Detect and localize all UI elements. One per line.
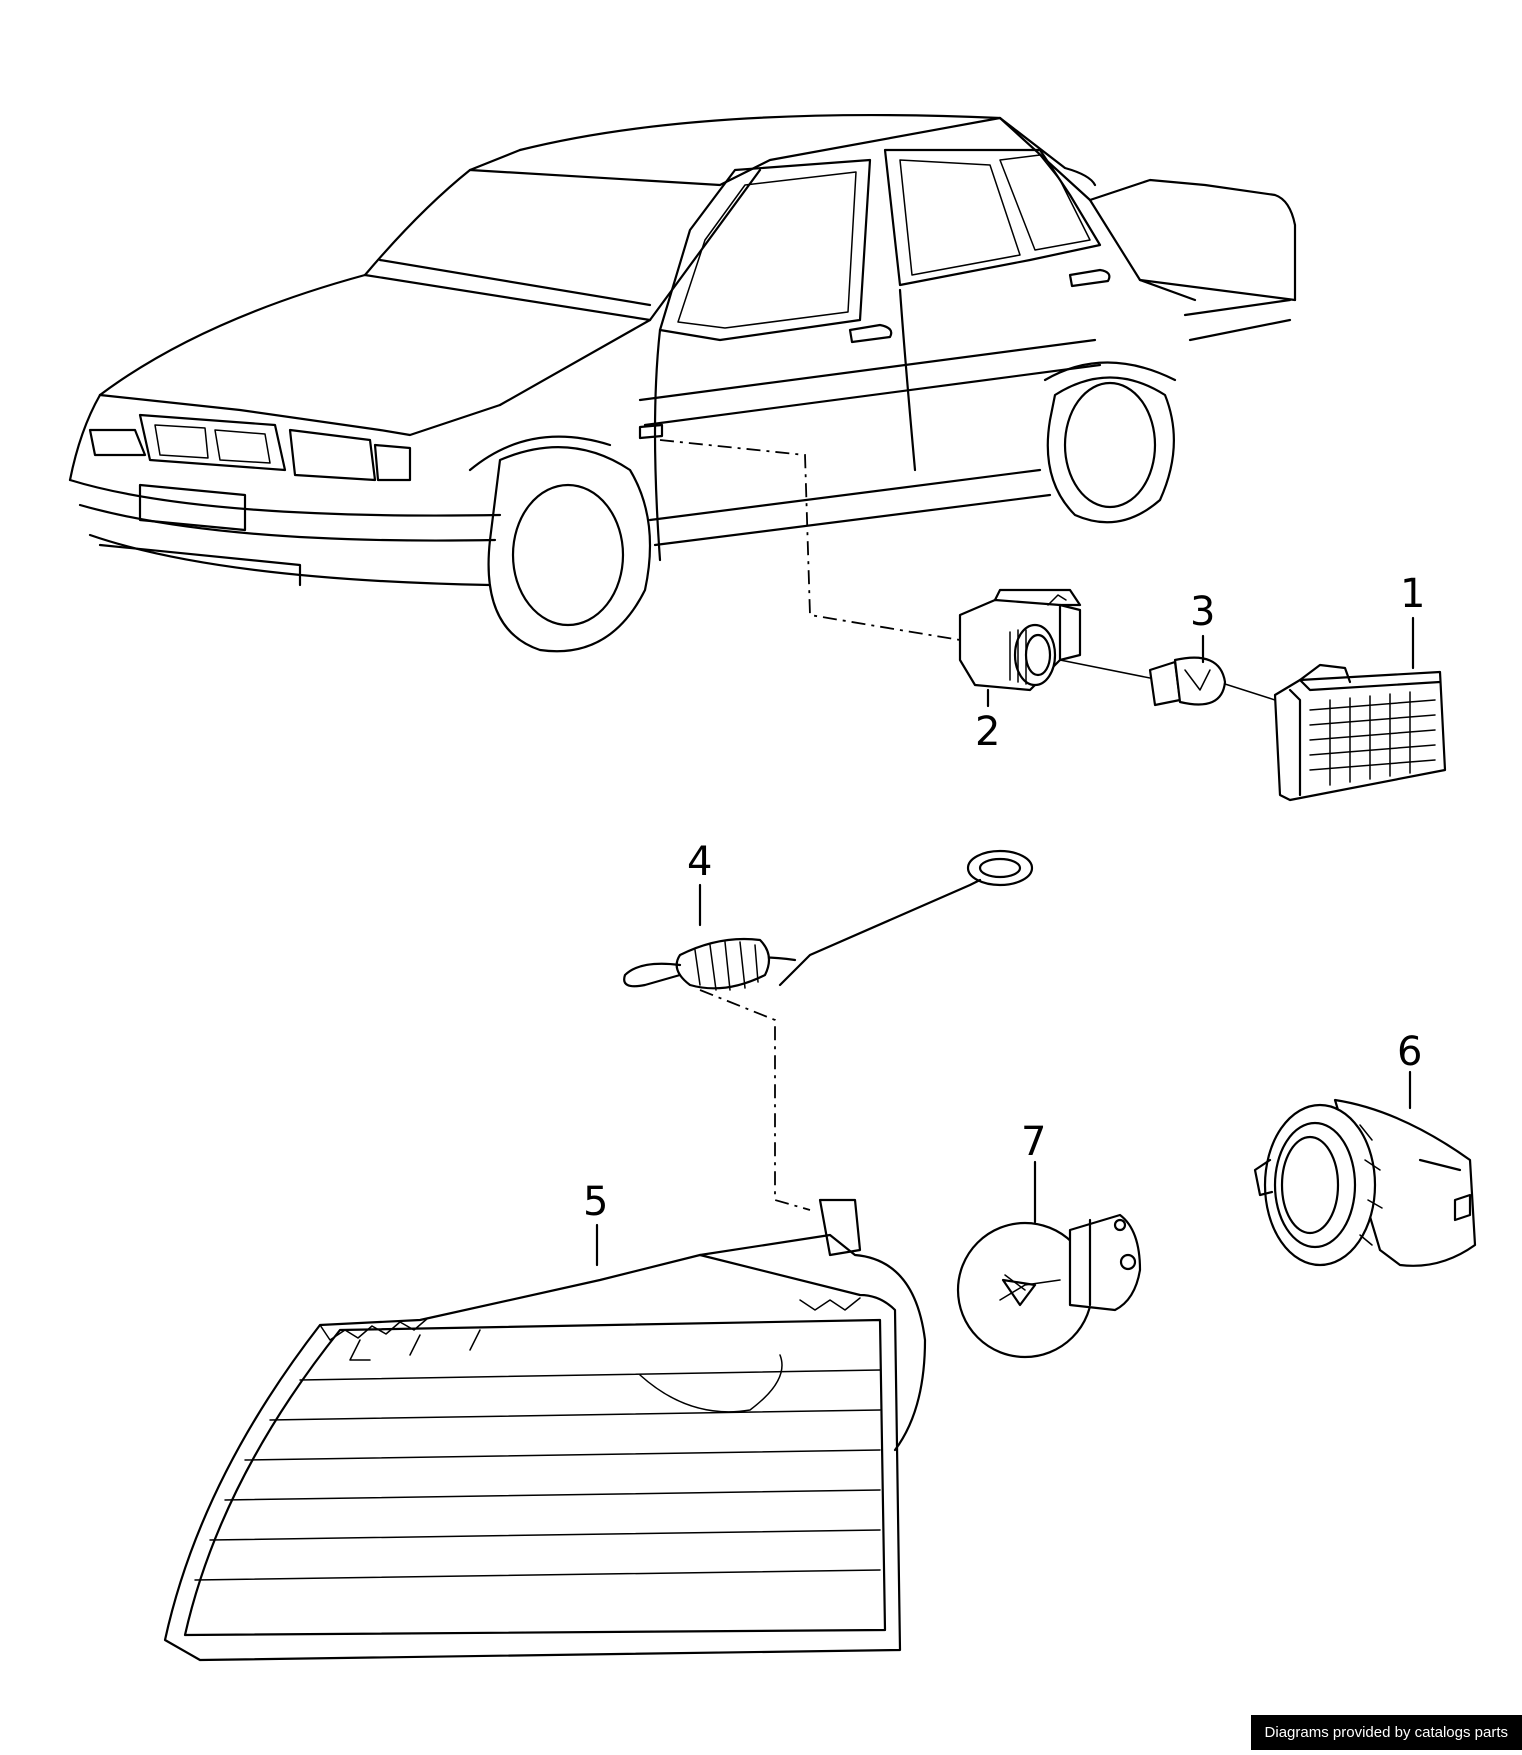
car-illustration bbox=[68, 113, 1297, 653]
side-marker-lens-1 bbox=[1273, 663, 1447, 802]
watermark-label: Diagrams provided by catalogs parts bbox=[1250, 1715, 1522, 1750]
callout-6: 6 bbox=[1397, 1029, 1423, 1075]
turn-signal-lamp-5 bbox=[163, 1198, 927, 1662]
bayonet-bulb-7 bbox=[956, 1213, 1142, 1359]
leader-spring-to-lamp bbox=[699, 989, 811, 1211]
axis-line-2-3 bbox=[1059, 659, 1161, 681]
lamp-socket-6 bbox=[1253, 1098, 1477, 1267]
callout-2: 2 bbox=[975, 709, 1001, 755]
retaining-spring-4 bbox=[623, 849, 1034, 991]
leader-car-to-socket bbox=[659, 439, 961, 641]
callout-3: 3 bbox=[1190, 589, 1216, 635]
callout-7: 7 bbox=[1021, 1119, 1047, 1165]
callout-4: 4 bbox=[687, 839, 713, 885]
bulb-socket-2 bbox=[958, 588, 1082, 692]
wedge-bulb-3 bbox=[1148, 656, 1227, 707]
callout-5: 5 bbox=[583, 1179, 609, 1225]
callout-1: 1 bbox=[1400, 571, 1426, 617]
